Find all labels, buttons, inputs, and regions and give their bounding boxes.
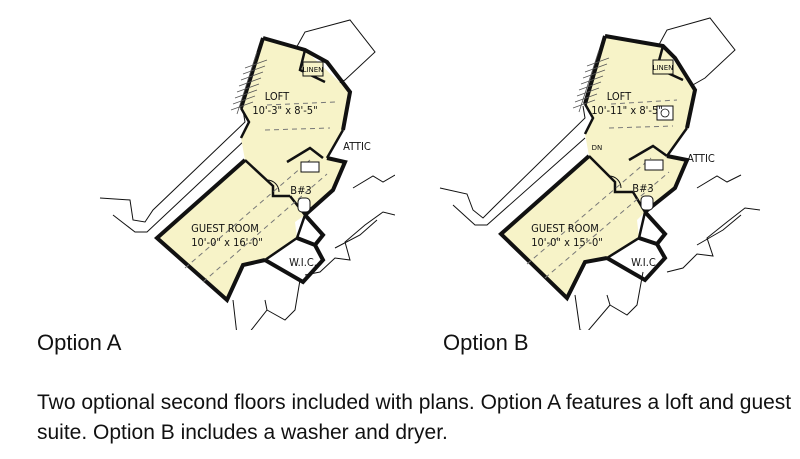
exterior-walls	[153, 36, 353, 304]
door-swing-icon	[266, 179, 280, 193]
loft-size: 10'-11" x 8'-5"	[591, 104, 663, 117]
loft-size: 10'-3" x 8'-5"	[252, 104, 317, 117]
ceiling-lines	[526, 99, 678, 279]
guest-room-size: 10'-0" x 16'-0"	[191, 236, 263, 249]
guest-room-size: 10'-0" x 15'-0"	[531, 236, 603, 249]
attic-label: ATTIC	[343, 140, 371, 153]
floor-plan-option-b: LINEN LOFT 10'-11" x 8'-5" ATTIC GUEST R…	[405, 10, 795, 330]
floor-area	[501, 36, 695, 298]
linen-label: LINEN	[303, 66, 324, 74]
vanity-icon	[300, 161, 320, 173]
stairs	[572, 49, 610, 113]
floor-plan-drawing-a: LINEN LOFT 10'-3" x 8'-5" ATTIC GUEST RO…	[99, 19, 395, 330]
washer-icon	[656, 105, 674, 121]
wic-label: W.I.C.	[631, 256, 659, 269]
stair-down-label: DN	[592, 144, 603, 152]
plans-caption: Two optional second floors included with…	[37, 391, 792, 444]
wic-label: W.I.C.	[289, 256, 317, 269]
door-swing-icon	[608, 175, 622, 189]
ceiling-lines	[184, 101, 336, 283]
floor-plan-drawing-b: LINEN LOFT 10'-11" x 8'-5" ATTIC GUEST R…	[439, 17, 761, 330]
linen-closet	[652, 59, 674, 75]
roof-outline	[439, 17, 761, 330]
attic-label: ATTIC	[687, 152, 715, 165]
vanity-icon	[644, 159, 664, 171]
toilet-icon	[640, 195, 654, 211]
option-b-label: Option B	[443, 330, 529, 355]
exterior-walls	[498, 34, 698, 302]
linen-label: LINEN	[653, 64, 674, 72]
linen-closet	[302, 61, 324, 77]
guest-room-label: GUEST ROOM	[531, 222, 599, 235]
washer-drum-icon	[660, 108, 670, 118]
floor-plan-option-a: LINEN LOFT 10'-3" x 8'-5" ATTIC GUEST RO…	[5, 10, 395, 330]
loft-label: LOFT	[607, 90, 632, 103]
roof-outline	[99, 19, 395, 330]
bath-label: B#3	[290, 184, 311, 197]
toilet-icon	[297, 197, 311, 213]
option-a-label: Option A	[37, 330, 122, 355]
bath-label: B#3	[632, 182, 653, 195]
loft-label: LOFT	[265, 90, 290, 103]
stairs	[230, 51, 268, 115]
guest-room-label: GUEST ROOM	[191, 222, 259, 235]
